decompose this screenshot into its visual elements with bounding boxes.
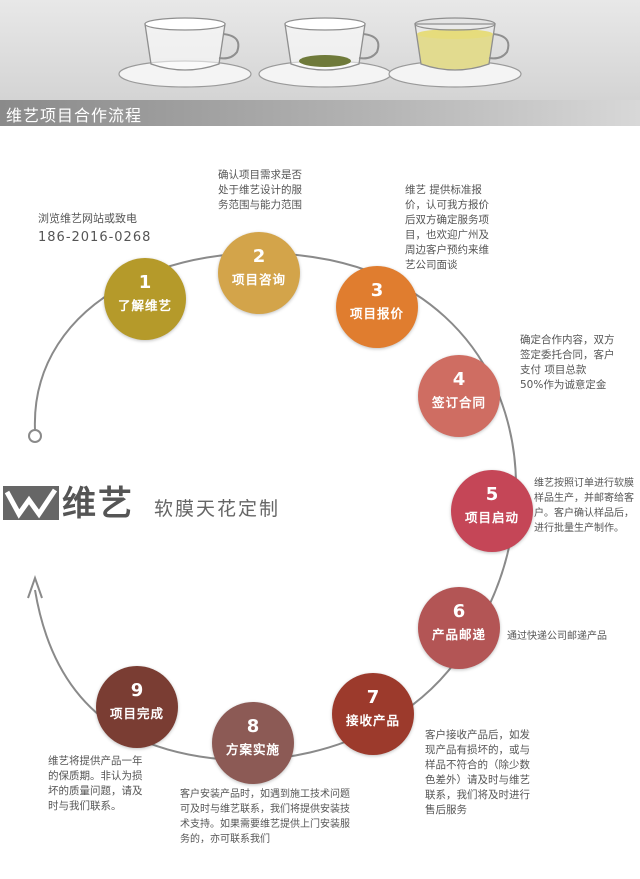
step-7-description: 客户接收产品后，如发 现产品有损坏的，或与 样品不符合的（除少数 色差外）请及时… — [425, 729, 530, 816]
step-6-circle: 6 产品邮递 — [418, 587, 500, 669]
step-9-circle: 9 项目完成 — [96, 666, 178, 748]
step-label: 产品邮递 — [431, 627, 486, 642]
step-number: 6 — [452, 601, 466, 622]
step-number: 3 — [370, 280, 384, 301]
brand-mark-icon — [3, 486, 59, 520]
page-title: 维艺项目合作流程 — [6, 106, 143, 125]
step-2-description: 确认项目需求是否 处于维艺设计的服 务范围与能力范围 — [218, 169, 302, 211]
step-2-circle: 2 项目咨询 — [218, 232, 300, 314]
section-title-bar: 维艺项目合作流程 — [0, 100, 640, 126]
brand-name: 维艺 — [62, 484, 134, 524]
step-label: 签订合同 — [431, 395, 486, 410]
step-9-description: 维艺将提供产品一年 的保质期。非认为损 坏的质量问题，请及 时与我们联系。 — [48, 755, 143, 812]
step-number: 7 — [366, 687, 380, 708]
step-number: 9 — [130, 680, 144, 701]
step-8-description: 客户安装产品时，如遇到施工技术问题 可及时与维艺联系，我们将提供安装技 术支持。… — [180, 789, 350, 845]
step-7-circle: 7 接收产品 — [332, 673, 414, 755]
dry-tea-cup-image — [258, 17, 392, 88]
contact-info: 浏览维艺网站或致电 186-2016-0268 — [38, 210, 151, 245]
step-4-description: 确定合作内容，双方 签定委托合同，客户 支付 项目总款 50%作为诚意定金 — [520, 334, 615, 391]
track-arrow-icon — [27, 574, 43, 599]
step-label: 项目报价 — [349, 306, 404, 321]
step-label: 项目完成 — [109, 706, 164, 721]
step-3-circle: 3 项目报价 — [336, 266, 418, 348]
brand-tagline: 软膜天花定制 — [154, 498, 281, 520]
step-8-circle: 8 方案实施 — [212, 702, 294, 784]
step-number: 1 — [138, 272, 152, 293]
step-3-description: 维艺 提供标准报 价，认可我方报价 后双方确定服务项 目，也欢迎广州及 周边客户… — [405, 184, 489, 271]
step-number: 5 — [485, 484, 499, 505]
step-label: 方案实施 — [225, 742, 280, 757]
step-5-circle: 5 项目启动 — [451, 470, 533, 552]
phone-number: 186-2016-0268 — [38, 230, 152, 245]
step-6-description: 通过快递公司邮递产品 — [507, 631, 607, 642]
step-number: 4 — [452, 369, 466, 390]
contact-text: 浏览维艺网站或致电 — [38, 212, 137, 225]
empty-tea-cup-image — [118, 17, 252, 88]
step-label: 项目启动 — [464, 510, 519, 525]
brewed-tea-cup-image — [388, 17, 522, 88]
step-1-circle: 1 了解维艺 — [104, 258, 186, 340]
step-4-circle: 4 签订合同 — [418, 355, 500, 437]
step-label: 接收产品 — [345, 713, 400, 728]
step-number: 8 — [246, 716, 260, 737]
step-5-description: 维艺按照订单进行软膜 样品生产，并邮寄给客 户。客户确认样品后， 进行批量生产制… — [534, 478, 634, 534]
step-label: 项目咨询 — [231, 272, 286, 287]
step-number: 2 — [252, 246, 266, 267]
step-label: 了解维艺 — [117, 298, 172, 313]
track-start-dot — [28, 429, 42, 443]
